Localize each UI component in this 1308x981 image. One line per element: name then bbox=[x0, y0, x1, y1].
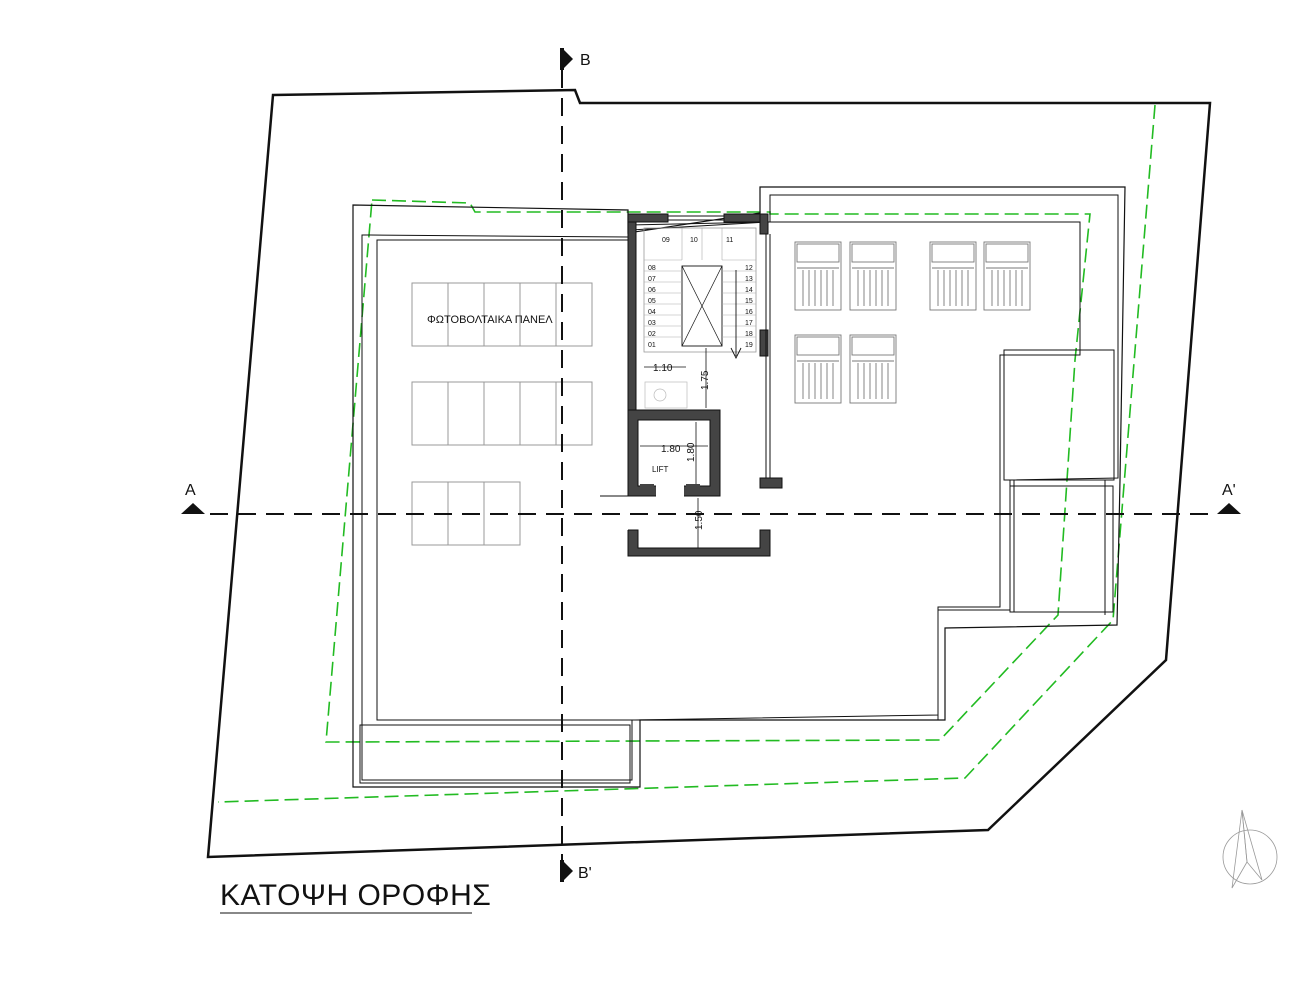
step-number: 06 bbox=[648, 287, 656, 294]
section-marker-b-top bbox=[562, 48, 573, 70]
section-label-a-prime: A' bbox=[1222, 482, 1236, 499]
dim-lobby-depth: 1.50 bbox=[694, 510, 705, 530]
step-number: 05 bbox=[648, 298, 656, 305]
plot-boundary bbox=[206, 88, 1212, 859]
setback-line bbox=[217, 104, 1156, 803]
terrace-wing bbox=[1003, 349, 1115, 481]
step-number: 10 bbox=[690, 237, 698, 244]
step-number: 12 bbox=[745, 265, 753, 272]
step-number: 03 bbox=[648, 320, 656, 327]
step-number: 15 bbox=[745, 298, 753, 305]
dim-stair-width: 1.10 bbox=[653, 363, 673, 374]
roof-parapet bbox=[376, 221, 1081, 721]
dim-landing-depth: 1.75 bbox=[700, 370, 711, 390]
lift-label: LIFT bbox=[652, 465, 669, 474]
step-number: 16 bbox=[745, 309, 753, 316]
step-number: 18 bbox=[745, 331, 753, 338]
terrace-wing-lower bbox=[1009, 485, 1114, 613]
north-arrow-icon bbox=[1222, 809, 1278, 889]
step-number: 14 bbox=[745, 287, 753, 294]
stair-core bbox=[600, 213, 783, 557]
section-label-b-prime: B' bbox=[578, 865, 592, 882]
section-marker-a-left bbox=[181, 503, 205, 514]
section-label-b: B bbox=[580, 52, 591, 69]
section-marker-b-bottom bbox=[562, 860, 573, 882]
pv-label: ΦΩΤΟΒΟΛΤΑΙΚΑ ΠΑΝΕΛ bbox=[427, 314, 553, 326]
section-label-a: A bbox=[185, 482, 196, 499]
step-number: 11 bbox=[726, 237, 733, 244]
step-number: 02 bbox=[648, 331, 656, 338]
section-marker-a-right bbox=[1217, 503, 1241, 514]
bottom-recess bbox=[359, 724, 631, 784]
dim-lift-width: 1.80 bbox=[661, 444, 681, 455]
step-number: 19 bbox=[745, 342, 753, 349]
step-number: 01 bbox=[648, 342, 656, 349]
roof-outline-outer bbox=[352, 186, 1126, 788]
step-number: 13 bbox=[745, 276, 753, 283]
drawing-title: ΚΑΤΟΨΗ ΟΡΟΦΗΣ bbox=[220, 879, 491, 912]
step-number: 04 bbox=[648, 309, 656, 316]
setback-line-inner bbox=[325, 199, 1091, 743]
step-number: 08 bbox=[648, 265, 656, 272]
dim-lift-depth: 1.80 bbox=[686, 442, 697, 462]
solar-heaters bbox=[794, 241, 1031, 404]
step-number: 09 bbox=[662, 237, 670, 244]
step-number: 17 bbox=[745, 320, 753, 327]
step-number: 07 bbox=[648, 276, 656, 283]
